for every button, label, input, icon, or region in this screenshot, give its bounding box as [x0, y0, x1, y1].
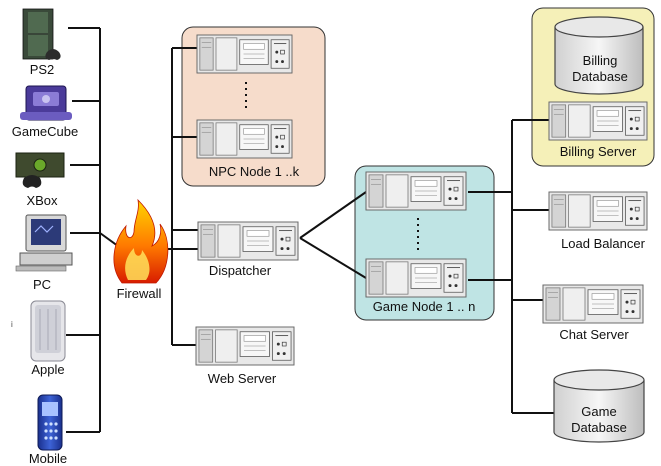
npc-node-server-1	[196, 34, 293, 74]
game-node-server-n	[365, 258, 467, 298]
apple-side-mark: i	[11, 320, 13, 329]
billing-database-label-line2: Database	[572, 69, 628, 84]
client-label-mobile: Mobile	[28, 451, 68, 466]
connection-lines	[66, 27, 555, 433]
dispatcher-label: Dispatcher	[208, 263, 272, 278]
client-label-pc: PC	[32, 277, 52, 292]
client-label-apple: Apple	[31, 362, 65, 377]
web-server-icon	[195, 326, 295, 366]
npc-node-server-k	[196, 119, 293, 159]
game-database-icon	[553, 369, 645, 443]
npc-node-group-label: NPC Node 1 ..k	[208, 164, 300, 179]
chat-server-icon	[542, 284, 644, 324]
billing-database-label-line1: Billing	[582, 53, 618, 68]
client-label-ps2: PS2	[29, 62, 55, 77]
web-server-label: Web Server	[207, 371, 277, 386]
gamecube-console-icon	[20, 85, 72, 121]
mobile-phone-icon	[37, 394, 63, 451]
game-node-server-1	[365, 171, 467, 211]
firewall-label: Firewall	[116, 286, 162, 301]
game-node-group-label: Game Node 1 .. n	[372, 299, 476, 314]
pc-computer-icon	[15, 214, 73, 272]
load-balancer-label: Load Balancer	[561, 236, 645, 251]
xbox-console-icon	[15, 152, 65, 188]
game-database-label-line2: Database	[571, 420, 627, 435]
client-label-gamecube: GameCube	[11, 124, 79, 139]
game-database-label-line1: Game	[581, 404, 617, 419]
apple-computer-icon	[30, 300, 66, 362]
billing-database-icon	[554, 16, 644, 95]
load-balancer-server-icon	[548, 191, 648, 231]
dispatcher-server-icon	[197, 221, 299, 261]
client-label-xbox: XBox	[26, 193, 58, 208]
billing-server-label: Billing Server	[559, 144, 637, 159]
ps2-console-icon	[22, 8, 61, 60]
chat-server-label: Chat Server	[559, 327, 629, 342]
firewall-flame-icon	[113, 198, 169, 284]
billing-server-icon	[548, 101, 648, 141]
